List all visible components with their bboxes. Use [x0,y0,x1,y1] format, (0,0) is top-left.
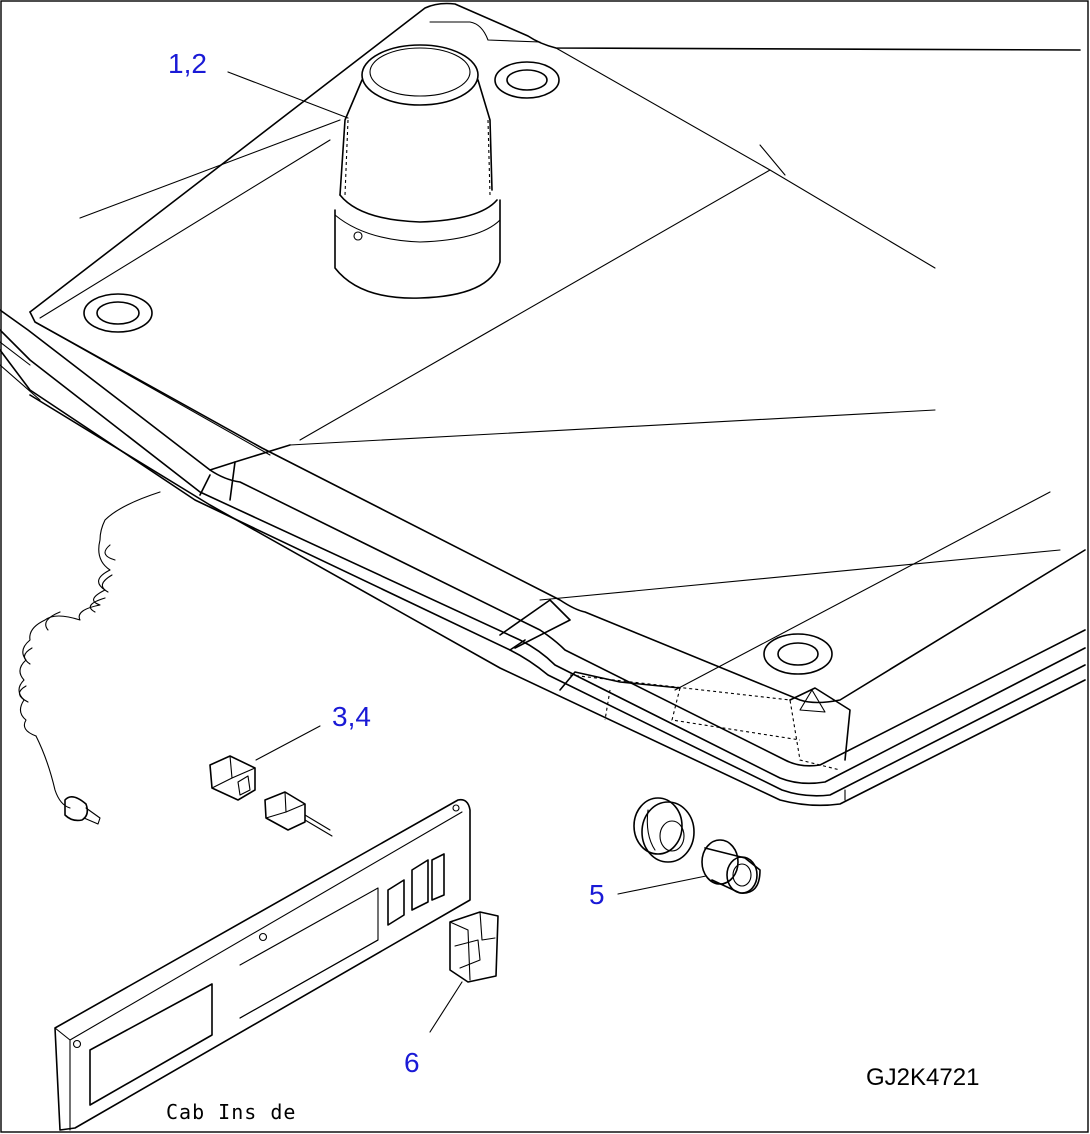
leader-connector [255,725,321,761]
switch-panel [54,798,471,1131]
callout-connector: 3,4 [332,701,371,732]
drawing-code: GJ2K4721 [866,1064,979,1091]
callout-cover: 6 [404,1047,420,1078]
leader-cover [429,981,463,1033]
mount-hole-front [763,633,833,675]
panel-note: Cab Ins de [166,1100,296,1124]
rotating-beacon [334,44,501,299]
connector-pair [209,755,333,837]
coiled-cord [18,491,161,825]
leader-socket [617,875,707,895]
socket-pair [633,797,761,894]
switch-cover [449,911,499,983]
mount-hole-rear [494,61,560,99]
callout-beacon: 1,2 [168,48,207,79]
leader-beacon [227,71,349,119]
mount-hole-left [83,293,153,333]
cab-roof [0,2,1086,807]
callout-socket: 5 [589,879,605,910]
